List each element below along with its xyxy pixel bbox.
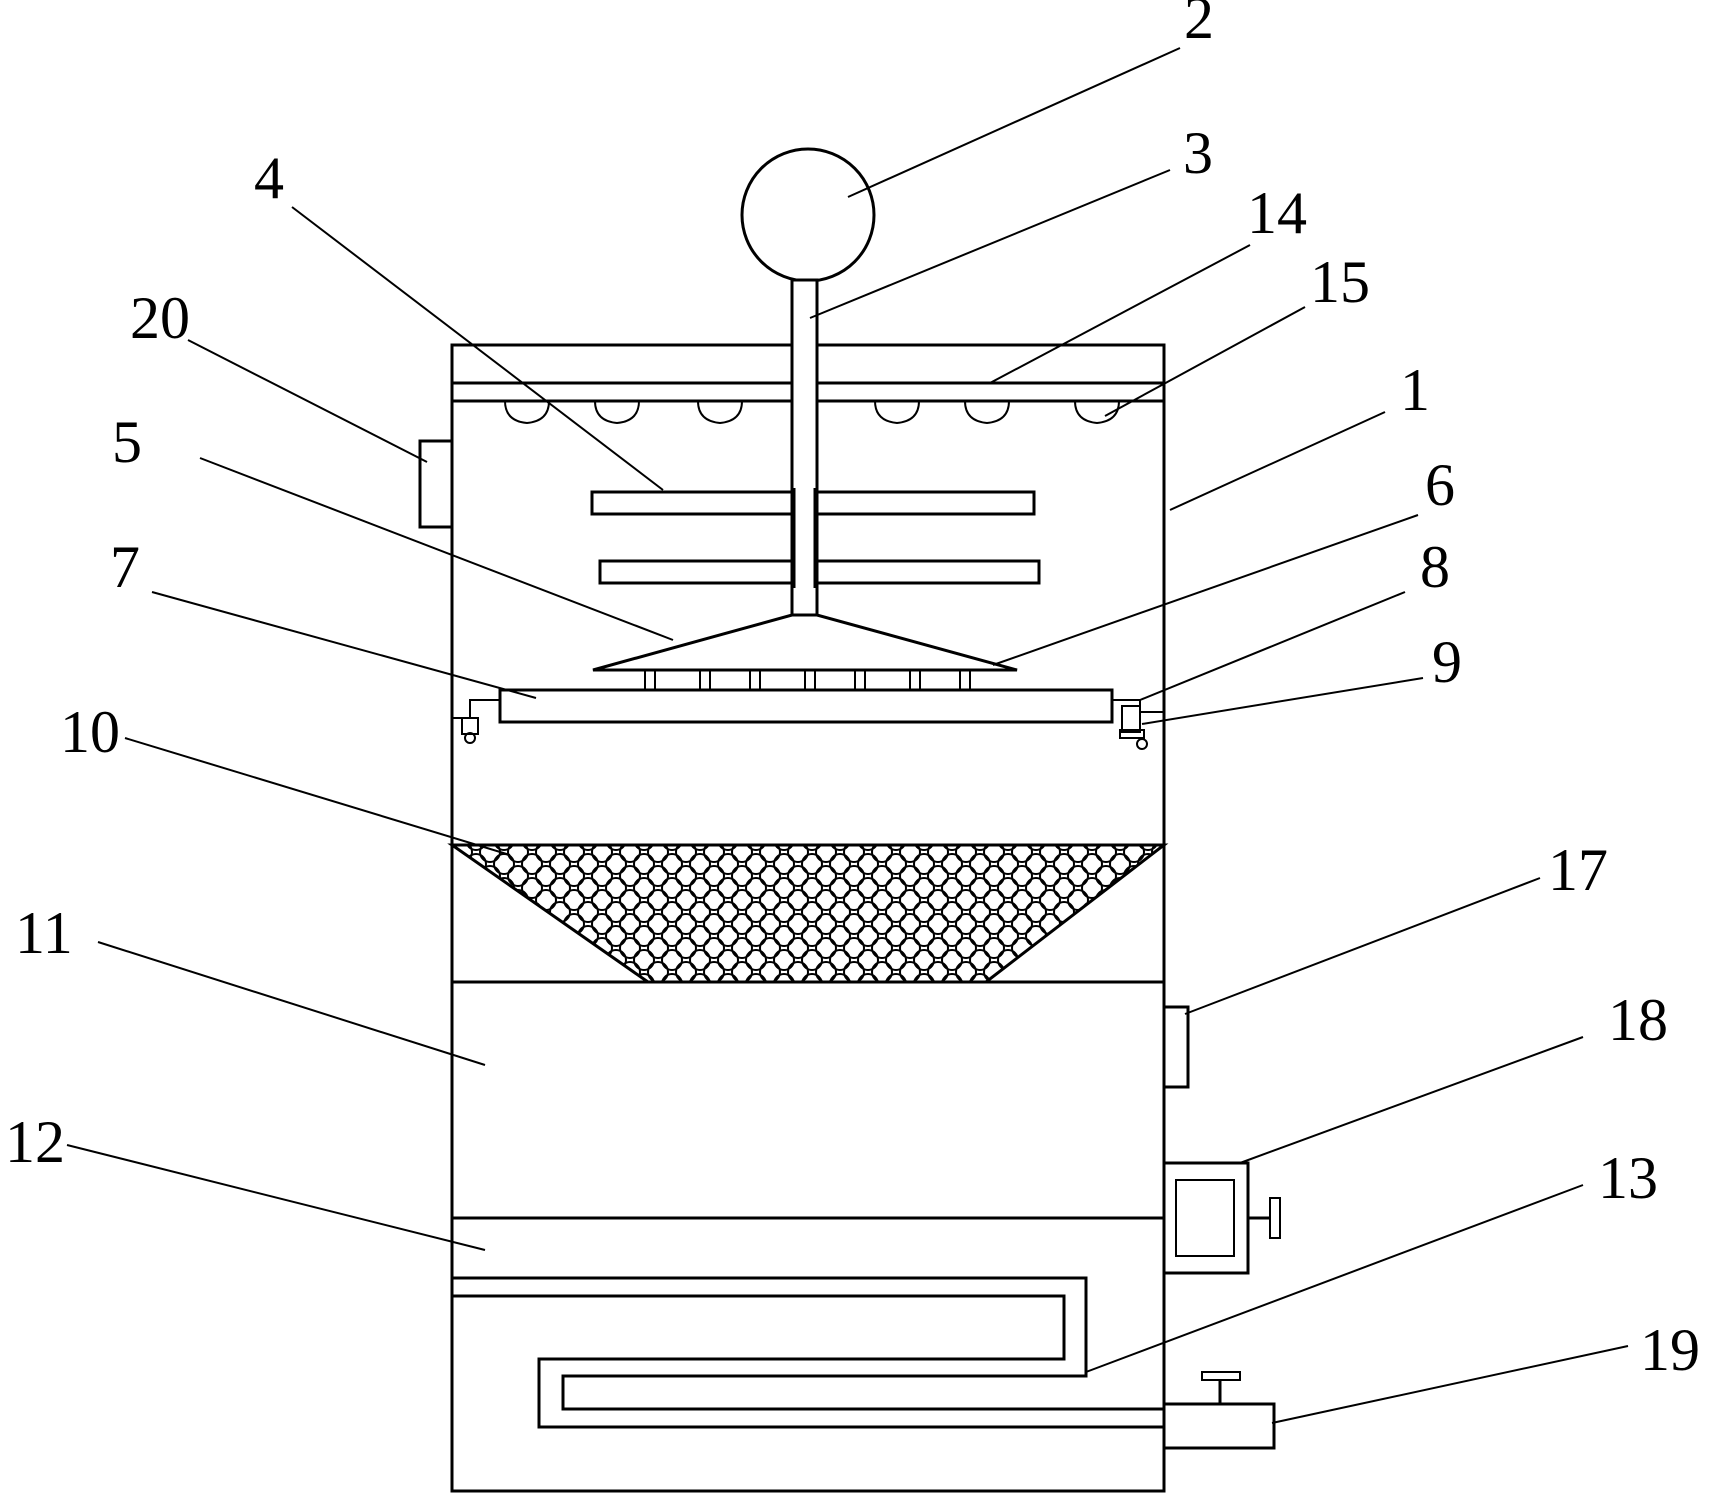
label-14: 14 [1247, 180, 1307, 246]
label-15: 15 [1310, 249, 1370, 315]
label-5: 5 [112, 409, 142, 475]
label-9: 9 [1432, 629, 1462, 695]
filter-mesh [447, 843, 1169, 984]
label-3: 3 [1183, 120, 1213, 186]
label-10: 10 [60, 699, 120, 765]
label-19: 19 [1640, 1317, 1700, 1383]
label-11: 11 [15, 900, 73, 966]
label-18: 18 [1608, 987, 1668, 1053]
support-posts [644, 669, 971, 691]
label-12: 12 [5, 1109, 65, 1175]
spray-nozzles [504, 400, 1120, 425]
serpentine-coil [452, 1276, 1164, 1411]
leader-lines [66, 47, 1629, 1424]
motor [740, 147, 876, 283]
label-17: 17 [1548, 837, 1608, 903]
label-2: 2 [1184, 0, 1214, 51]
label-7: 7 [110, 534, 140, 600]
label-8: 8 [1420, 534, 1450, 600]
shaft [790, 278, 819, 672]
label-20: 20 [130, 285, 190, 351]
bracket-left [452, 699, 500, 744]
drain-valve-19 [1162, 1371, 1276, 1450]
label-4: 4 [254, 145, 284, 211]
inlet-20 [418, 439, 454, 529]
tray-plate [498, 688, 1114, 724]
valve-box-18 [1162, 1161, 1281, 1275]
distributor-cone [592, 613, 1018, 672]
serpentine-coil-inner [452, 1294, 1164, 1429]
shaft-overlay [794, 488, 815, 588]
port-17 [1162, 1005, 1190, 1089]
bracket-right [1112, 699, 1164, 750]
label-13: 13 [1598, 1145, 1658, 1211]
label-6: 6 [1425, 452, 1455, 518]
stirring-blade-lower [598, 559, 1041, 585]
label-1: 1 [1400, 357, 1430, 423]
